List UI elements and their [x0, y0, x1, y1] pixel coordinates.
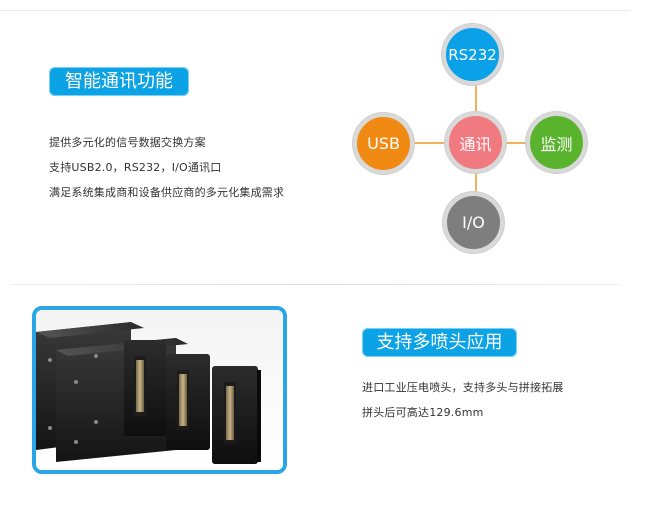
communication-title-badge: 智能通讯功能 — [49, 67, 189, 96]
multi-head-line-2: 拼头后可高达129.6mm — [362, 406, 484, 419]
diagram-node-io: I/O — [443, 192, 504, 253]
multi-head-title-badge: 支持多喷头应用 — [362, 328, 517, 357]
multi-head-line-1: 进口工业压电喷头，支持多头与拼接拓展 — [362, 381, 564, 394]
printhead-photo — [36, 310, 283, 470]
top-divider — [0, 10, 630, 11]
diagram-node-rs232: RS232 — [442, 24, 503, 85]
diagram-node-center: 通讯 — [445, 112, 506, 173]
diagram-node-monitor: 监测 — [526, 112, 587, 173]
printhead-photo-frame — [32, 306, 287, 474]
communication-line-2: 支持USB2.0，RS232，I/O通讯口 — [49, 161, 222, 174]
middle-divider — [10, 284, 620, 285]
communication-line-1: 提供多元化的信号数据交换方案 — [49, 136, 206, 149]
diagram-node-usb: USB — [353, 113, 414, 174]
communication-line-3: 满足系统集成商和设备供应商的多元化集成需求 — [49, 186, 285, 199]
